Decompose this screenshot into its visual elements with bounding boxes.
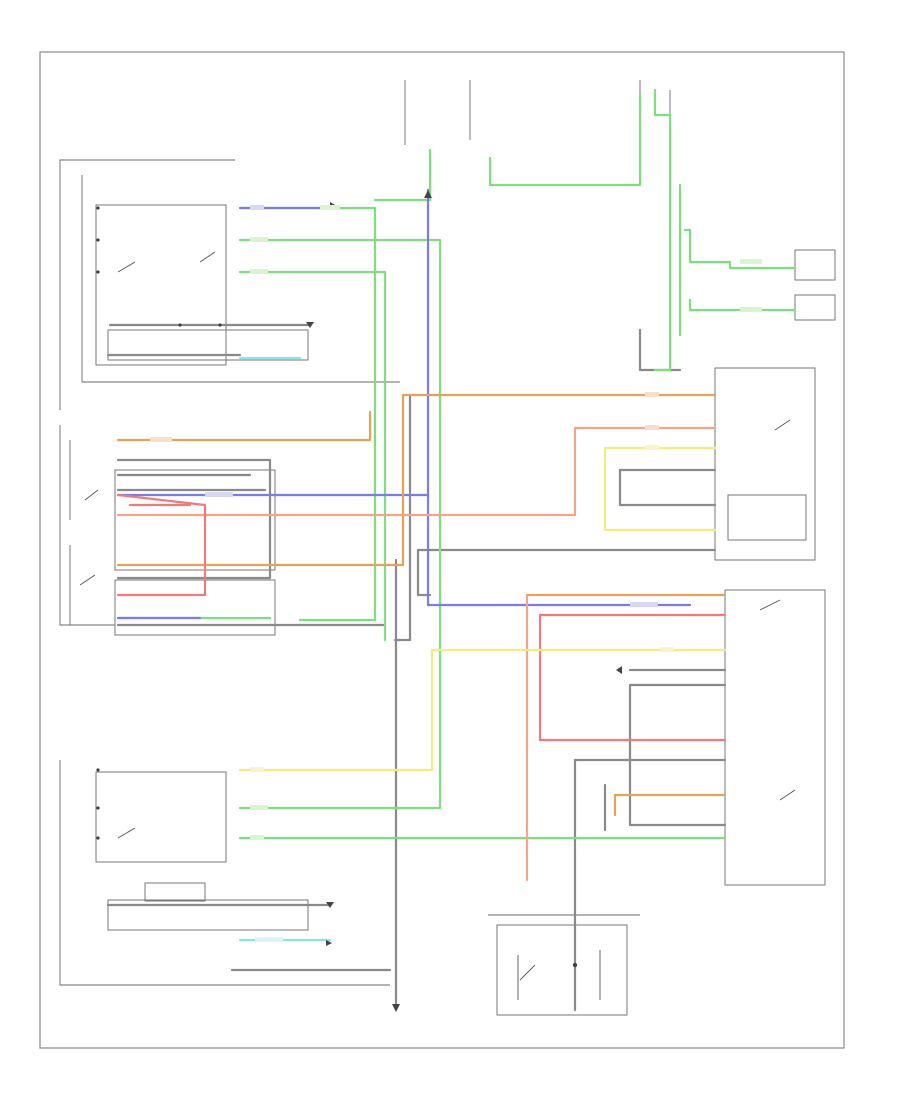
diagram-frame [39,51,845,1049]
passenger-heater-switch-box [95,771,227,863]
passenger-thermostat-inner [144,882,206,902]
red-wires [116,493,727,742]
seat-back-heater-box [727,494,807,541]
driver-thermostat-box [107,329,309,361]
passenger-seat-element-box [496,924,628,1016]
climate-control-connector [794,249,836,281]
driver-seat-cushion-box [714,367,816,561]
passenger-thermostat-box [107,899,309,931]
ecm-connector [794,294,836,321]
yellow-wires [238,446,727,772]
driver-heater-switch-box [95,204,227,366]
wire-tags [150,205,762,942]
component-outlines [59,80,836,1016]
passenger-seat-heater-box [724,589,826,886]
orange-wires [116,393,727,817]
switch-symbols [79,190,796,1012]
gray-wires [106,323,727,1012]
driver-seat-relay-box [114,469,276,571]
driver-seat-relay-lower-box [114,579,276,636]
cyan-wires [238,356,332,942]
green-wires [116,88,797,840]
